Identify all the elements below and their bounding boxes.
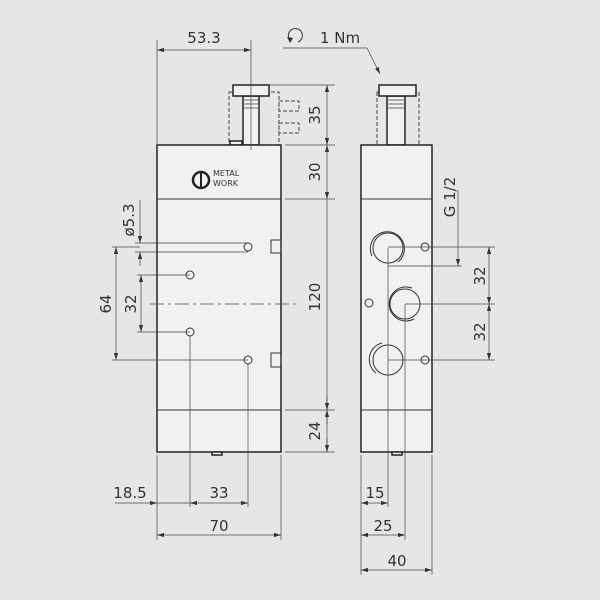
torque-label: 1 Nm (320, 29, 360, 47)
metal-work-logo: METAL WORK (191, 169, 240, 190)
dim-hole-x-spacing: 33 (209, 484, 228, 502)
dim-hole-spacing-outer: 64 (97, 294, 115, 313)
dim-side-width: 40 (387, 552, 406, 570)
dim-side-port-offset: 15 (365, 484, 384, 502)
dim-bottom-cap: 24 (306, 421, 324, 440)
alt-knob-outline (278, 100, 300, 112)
dim-body-height: 120 (306, 283, 324, 312)
dim-hole-diameter: ø5.3 (120, 203, 138, 236)
dim-port-thread: G 1/2 (441, 177, 459, 218)
valve-body-side (360, 144, 433, 453)
logo-line1: METAL (213, 169, 240, 178)
dim-top-offset: 53.3 (187, 29, 220, 47)
valve-body-front (156, 144, 282, 453)
front-view: METAL WORK (150, 84, 300, 456)
dim-knob-height: 35 (306, 105, 324, 124)
dim-width: 70 (209, 517, 228, 535)
adjust-stem (386, 95, 406, 146)
dim-cap-height: 30 (306, 162, 324, 181)
side-slot (270, 239, 282, 254)
side-view (360, 84, 433, 456)
alt-knob-outline (278, 122, 300, 134)
rotation-arrow-icon (287, 28, 303, 43)
dim-side-center-offset: 25 (373, 517, 392, 535)
dimension-labels: 53.3 1 Nm 35 30 120 24 ø5.3 64 32 18.5 3… (97, 28, 489, 570)
dim-left-offset: 18.5 (113, 484, 146, 502)
dim-hole-spacing-inner: 32 (122, 294, 140, 313)
dimension-lines (112, 40, 495, 575)
dim-port-spacing-upper: 32 (471, 266, 489, 285)
dim-port-spacing-lower: 32 (471, 322, 489, 341)
side-slot (270, 352, 282, 368)
logo-line2: WORK (213, 179, 239, 188)
adjust-knob (378, 84, 417, 97)
